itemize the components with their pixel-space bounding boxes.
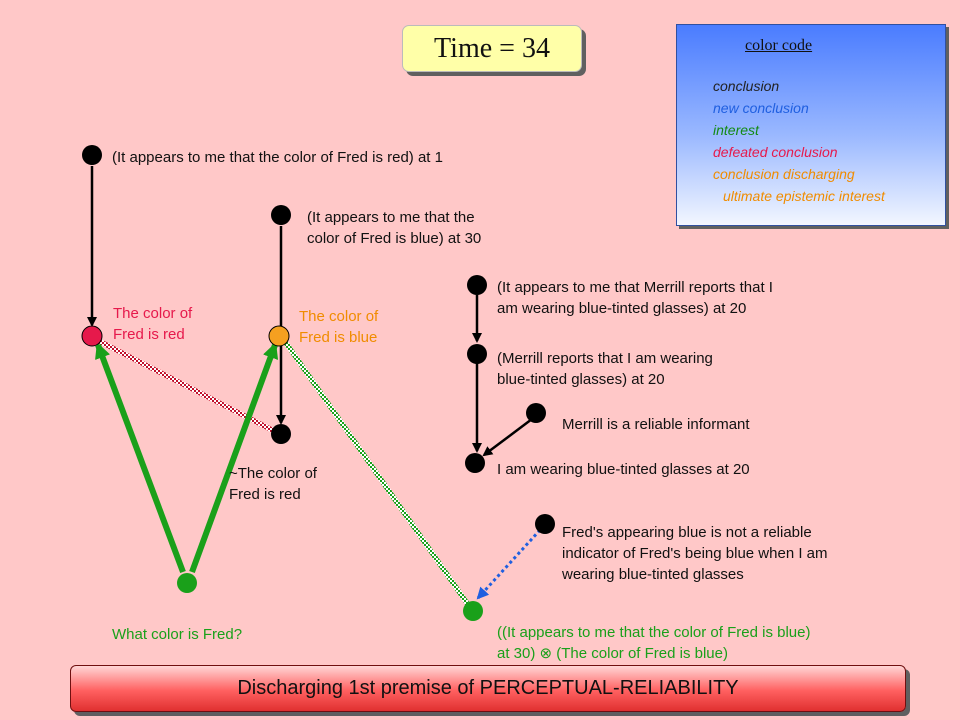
node-conditional [463,601,483,621]
node-reliable [526,403,546,423]
label-wearing-glasses: I am wearing blue-tinted glasses at 20 [497,461,750,478]
label-conditional: ((It appears to me that the color of Fre… [497,624,811,662]
node-merrill-reports [467,344,487,364]
node-undercutter [535,514,555,534]
legend-title: color code [745,37,813,54]
node-question [177,573,197,593]
node-n1 [82,145,102,165]
node-blue [268,325,290,347]
status-banner: Discharging 1st premise of PERCEPTUAL-RE… [70,665,906,712]
legend-item-new-conclusion: new conclusion [713,100,809,116]
legend-item-defeated: defeated conclusion [713,144,838,160]
interest-arrow-to-red [95,342,186,574]
label-reliable-informant: Merrill is a reliable informant [562,416,750,433]
label-merrill-appears: (It appears to me that Merrill reports t… [497,279,773,317]
defeat-link [97,338,276,434]
legend-item-ultimate: ultimate epistemic interest [723,188,885,204]
time-indicator: Time = 34 [402,25,582,72]
discharge-link [283,341,472,608]
label-question: What color is Fred? [112,626,243,643]
node-red [81,325,103,347]
node-merrill-appears [467,275,487,295]
legend-item-conclusion: conclusion [713,78,780,94]
legend-item-discharging: conclusion discharging [713,166,855,182]
node-notred [271,424,291,444]
legend-item-interest: interest [713,122,759,138]
node-wearing [465,453,485,473]
color-legend: color code conclusion new conclusion int… [676,24,946,226]
interest-arrow-to-blue [189,342,279,574]
arrow-reliable-to-wearing [482,418,533,457]
node-n2 [271,205,291,225]
label-n1: (It appears to me that the color of Fred… [112,149,443,166]
new-link-arrow [476,528,542,600]
